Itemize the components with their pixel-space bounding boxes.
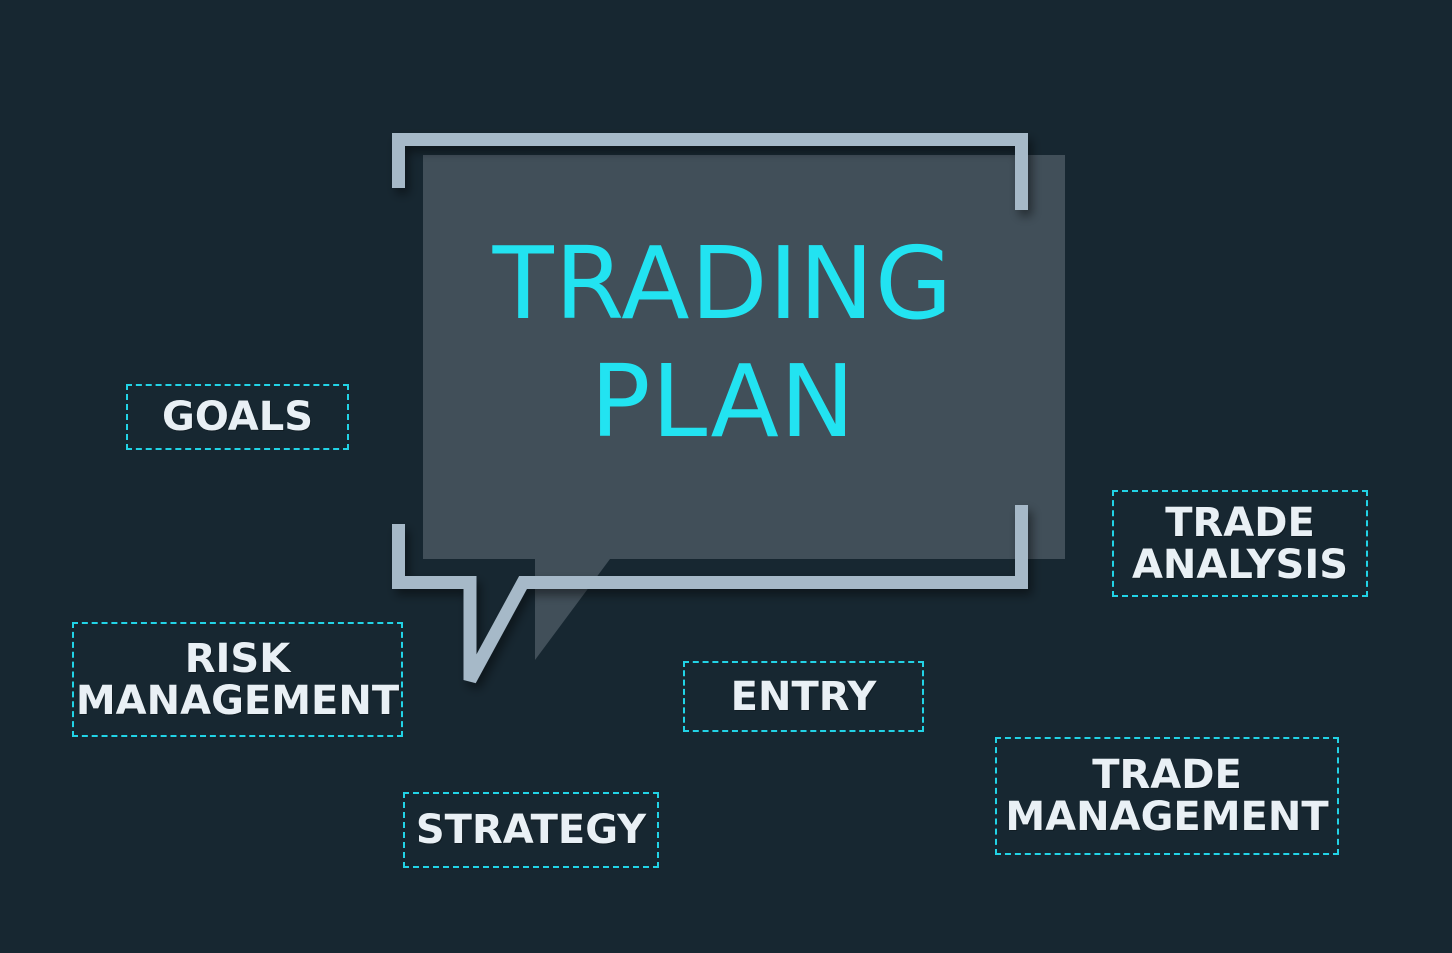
tag-strategy-label: STRATEGY bbox=[415, 807, 647, 853]
tag-trade-management-line-1: TRADE bbox=[1092, 752, 1242, 798]
title-line-2: PLAN bbox=[590, 343, 856, 460]
tag-risk-management-line-2: MANAGEMENT bbox=[75, 677, 400, 724]
frame-bottom-with-tail bbox=[392, 505, 1028, 684]
tag-risk-management-line-1: RISK bbox=[184, 635, 291, 682]
tag-trade-analysis-line-2: ANALYSIS bbox=[1131, 541, 1349, 588]
bubble-fill bbox=[423, 155, 1065, 660]
tag-trade-management: TRADE MANAGEMENT bbox=[995, 737, 1339, 855]
page-title: TRADING PLAN bbox=[423, 225, 1023, 461]
tag-goals: GOALS bbox=[126, 384, 349, 450]
tag-strategy: STRATEGY bbox=[403, 792, 659, 868]
frame-top bbox=[392, 133, 1028, 210]
tag-trade-analysis: TRADE ANALYSIS bbox=[1112, 490, 1368, 597]
tag-entry-label: ENTRY bbox=[730, 673, 877, 720]
tag-trade-management-line-2: MANAGEMENT bbox=[1005, 794, 1329, 840]
title-line-1: TRADING bbox=[492, 225, 954, 342]
tag-goals-label: GOALS bbox=[161, 394, 313, 440]
tag-entry: ENTRY bbox=[683, 661, 924, 732]
tag-risk-management: RISK MANAGEMENT bbox=[72, 622, 403, 737]
tag-trade-analysis-line-1: TRADE bbox=[1165, 499, 1315, 546]
